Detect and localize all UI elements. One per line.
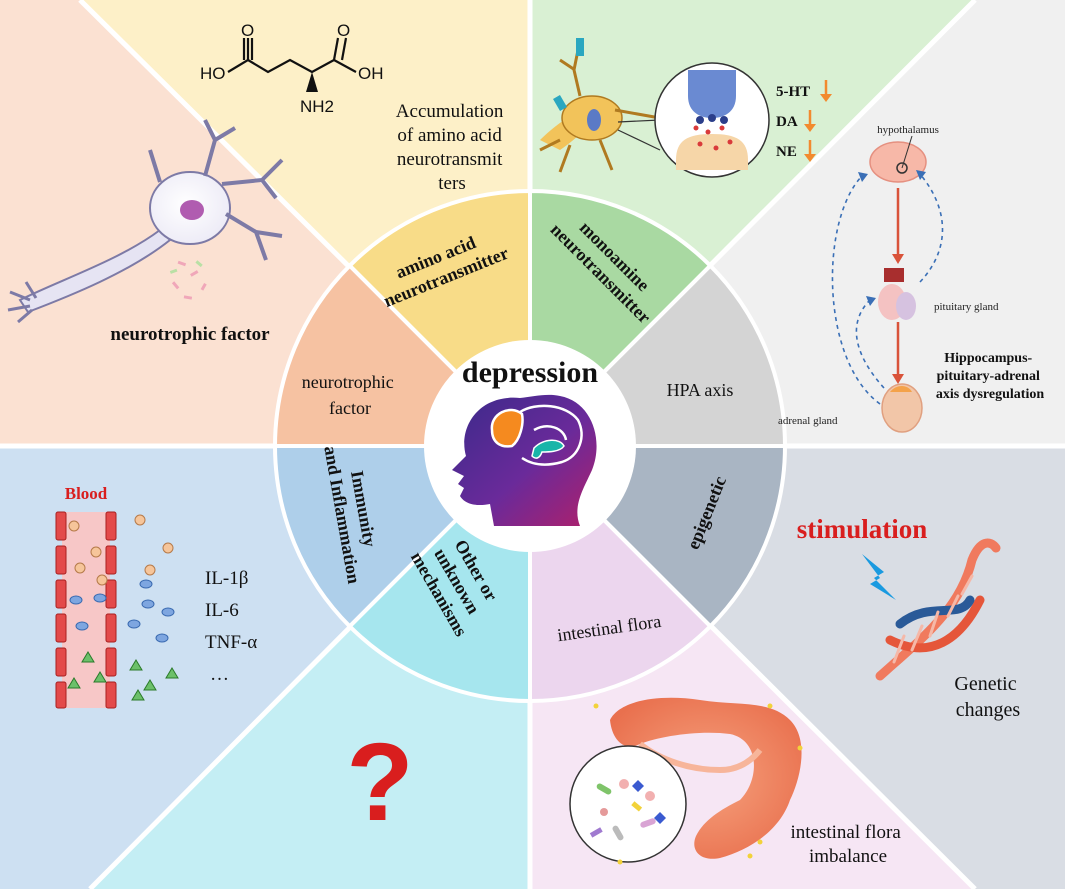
cytokine-list: IL-1β IL-6 TNF-α …	[205, 568, 257, 685]
down-arrows	[804, 80, 832, 162]
glutamate-structure	[227, 37, 357, 92]
adrenal-label: adrenal gland	[778, 415, 838, 427]
question-mark-icon: ?	[346, 721, 413, 844]
formula-nh2: NH2	[300, 97, 334, 116]
sector-label-neurotrophic: neurotrophic factor	[302, 372, 398, 418]
marker-ne: NE	[776, 144, 797, 160]
brain-icon	[869, 141, 927, 183]
cytokine-1: IL-1β	[205, 568, 248, 589]
blood-vessel-illustration	[55, 511, 179, 709]
hypothalamus-label: hypothalamus	[877, 124, 939, 136]
epigenetic-caption: Genetic changes	[954, 673, 1021, 721]
marker-5ht: 5-HT	[776, 84, 810, 100]
cytokine-3: TNF-α	[205, 632, 257, 653]
synapse-illustration	[539, 38, 770, 178]
marker-da: DA	[776, 114, 798, 130]
microbe-zoom-circle	[569, 745, 687, 863]
neurotrophic-caption: neurotrophic factor	[110, 324, 270, 345]
adrenal-icon	[881, 383, 923, 433]
head-brain-icon	[452, 394, 597, 526]
amino-caption: Accumulation of amino acid neurotransmit…	[396, 101, 508, 194]
hpa-caption: Hippocampus- pituitary-adrenal axis dysr…	[936, 351, 1044, 402]
lightning-icon	[862, 554, 896, 600]
stimulation-label: stimulation	[797, 514, 928, 544]
center-title: depression	[462, 356, 598, 389]
hpa-illustration	[831, 135, 944, 433]
blood-label: Blood	[65, 484, 108, 503]
cytokine-4: …	[210, 664, 229, 685]
intestinal-caption: intestinal flora imbalance	[790, 822, 905, 867]
intestine-illustration	[569, 697, 803, 865]
formula-oh: OH	[358, 64, 384, 83]
formula-ho: HO	[200, 64, 226, 83]
neuron-illustration	[7, 119, 284, 324]
pituitary-label: pituitary gland	[934, 301, 999, 313]
formula-o1: O	[241, 21, 254, 40]
cytokine-2: IL-6	[205, 600, 239, 621]
dna-helix-icon	[875, 538, 1001, 681]
pituitary-icon	[884, 268, 904, 282]
sector-label-hpa: HPA axis	[667, 380, 734, 400]
monoamine-markers: 5-HT DA NE	[776, 84, 810, 160]
formula-o2: O	[337, 21, 350, 40]
